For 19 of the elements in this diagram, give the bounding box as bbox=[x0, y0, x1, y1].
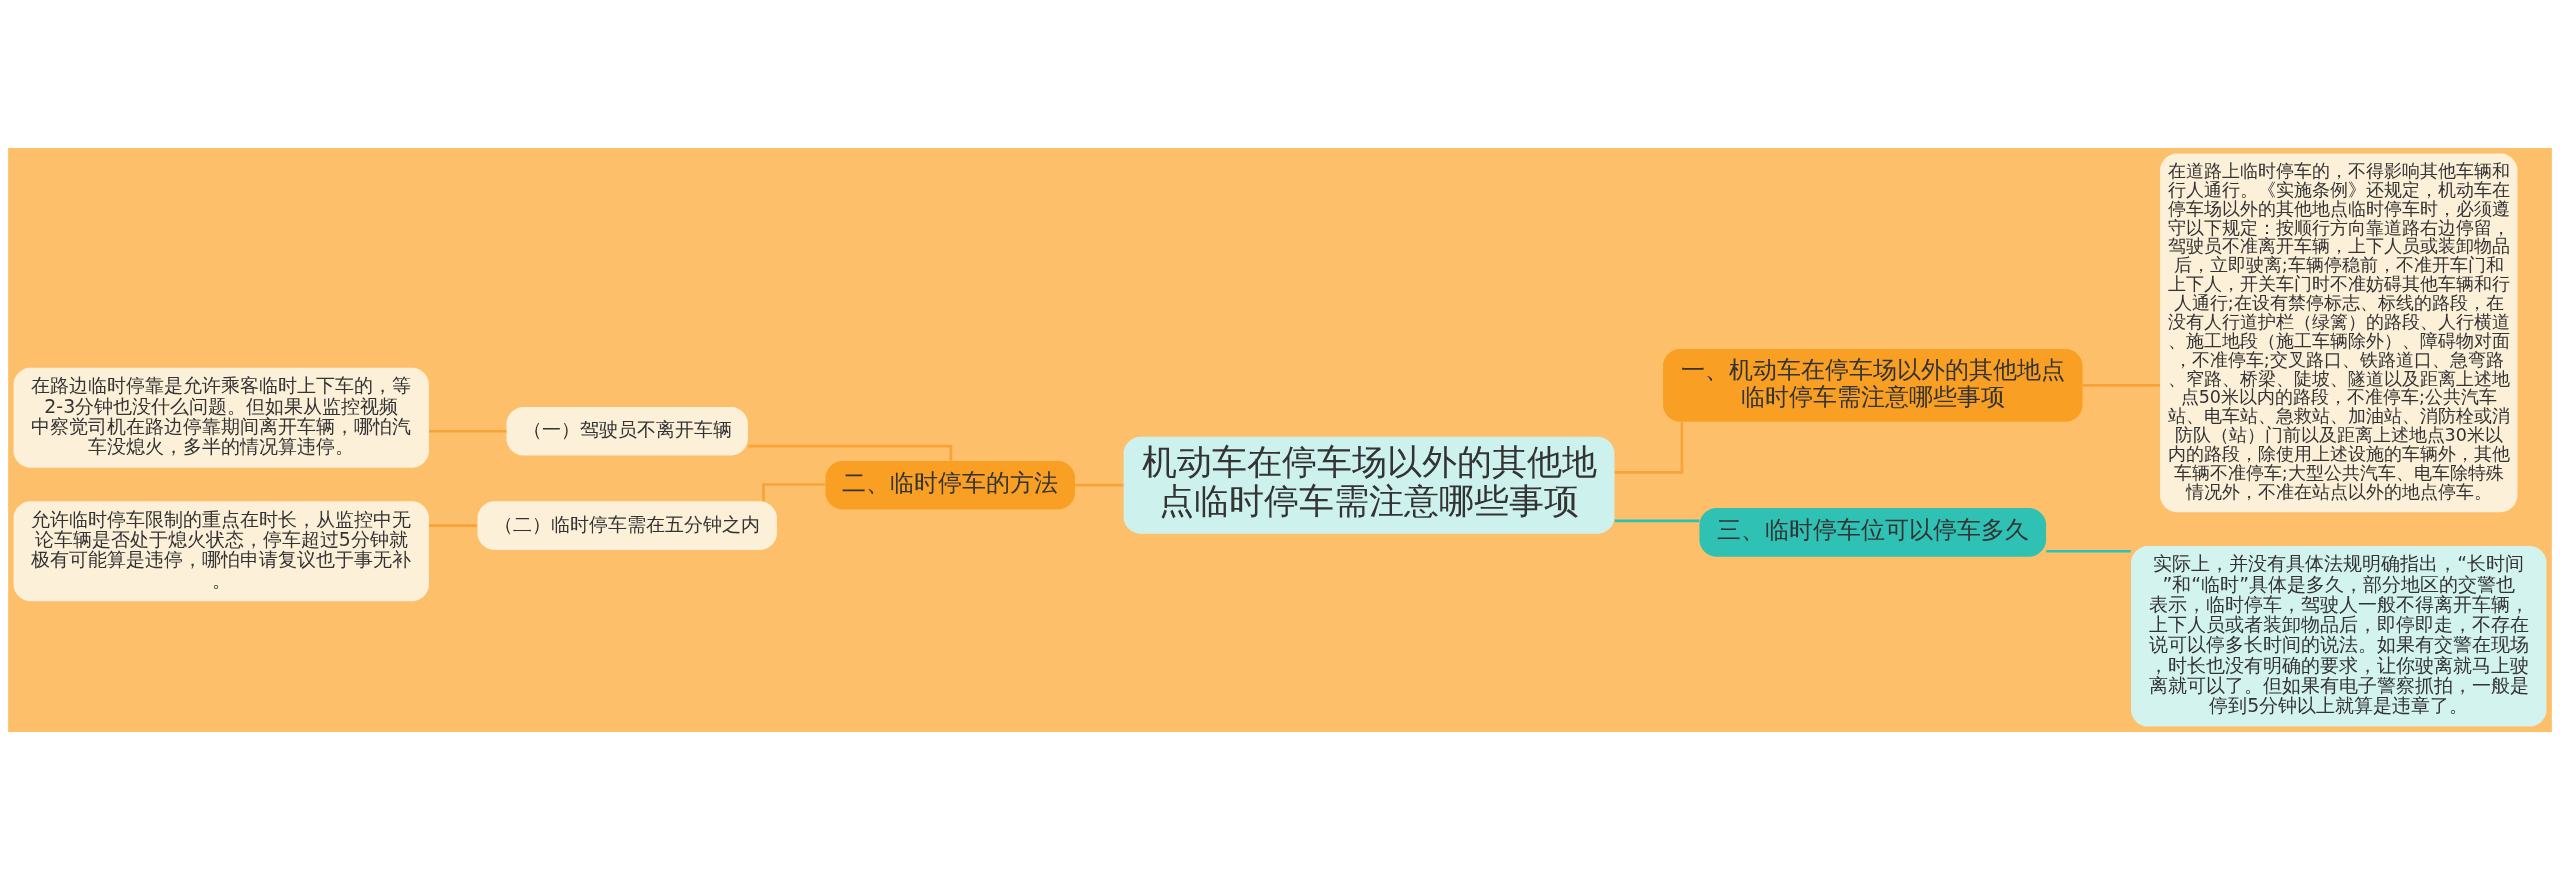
connector bbox=[1614, 421, 1684, 474]
connector bbox=[1614, 519, 1700, 522]
node-box: 机动车在停车场以外的其他地点临时停车需注意哪些事项 bbox=[1123, 436, 1615, 534]
node-box: 在道路上临时停车的，不得影响其他车辆和行人通行。《实施条例》还规定，机动车在停车场以外的其他地点临时停车时，必须遵守以下规定：按顺行方向靠道路右边停留，驾驶员不准离开车辆，上下人员或装卸物品后，立即驶离;车辆停稳前，不准开车门和上下人，开关车门时不准妨碍其他车辆和行人通行;在设有禁停标志、标线的路段，在没有人行道护栏（绿篱）的路段、人行横道、施工地段（施工车辆除外）、障碍物对面，不准停车;交叉路口、铁路道口、急弯路、窄路、桥梁、陡坡、隧道以及距离上述地点50米以内的路段，不准停车;公共汽车站、电车站、急救站、加油站、消防栓或消防队（站）门前以及距离上述地点30米以内的路段，除使用上述设施的车辆外，其他车辆不准停车;大型公共汽车、电车除特殊情况外，不准在站点以外的地点停车。 bbox=[2160, 152, 2518, 512]
node-box: 在路边临时停靠是允许乘客临时上下车的，等2-3分钟也没什么问题。但如果从监控视频中察觉司机在路边停靠期间离开车辆，哪怕汽车没熄火，多半的情况算违停。 bbox=[13, 367, 429, 468]
connector bbox=[429, 429, 507, 433]
connector bbox=[429, 523, 478, 527]
connector bbox=[1075, 483, 1124, 487]
connector bbox=[748, 444, 953, 461]
node-box: （一）驾驶员不离开车辆 bbox=[506, 406, 748, 455]
node-box: 二、临时停车的方法 bbox=[825, 460, 1075, 509]
connector bbox=[762, 482, 826, 501]
node-box: 实际上，并没有具体法规明确指出，“长时间”和“临时”具体是多久，部分地区的交警也表示，临时停车，驾驶人一般不得离开车辆，上下人员或者装卸物品后，即停即走，不存在说可以停多长时间的说法。如果有交警在现场，时长也没有明确的要求，让你驶离就马上驶离就可以了。但如果有电子警察抓拍，一般是停到5分钟以上就算是违章了。 bbox=[2131, 545, 2547, 727]
connector bbox=[2046, 549, 2131, 553]
connector bbox=[2082, 383, 2160, 387]
node-box: 允许临时停车限制的重点在时长，从监控中无论车辆是否处于熄火状态，停车超过5分钟就极有可能算是违停，哪怕申请复议也于事无补。 bbox=[13, 500, 429, 601]
node-box: 三、临时停车位可以停车多久 bbox=[1699, 507, 2047, 557]
node-box: （二）临时停车需在五分钟之内 bbox=[477, 500, 777, 550]
node-box: 一、机动车在停车场以外的其他地点临时停车需注意哪些事项 bbox=[1663, 348, 2083, 422]
